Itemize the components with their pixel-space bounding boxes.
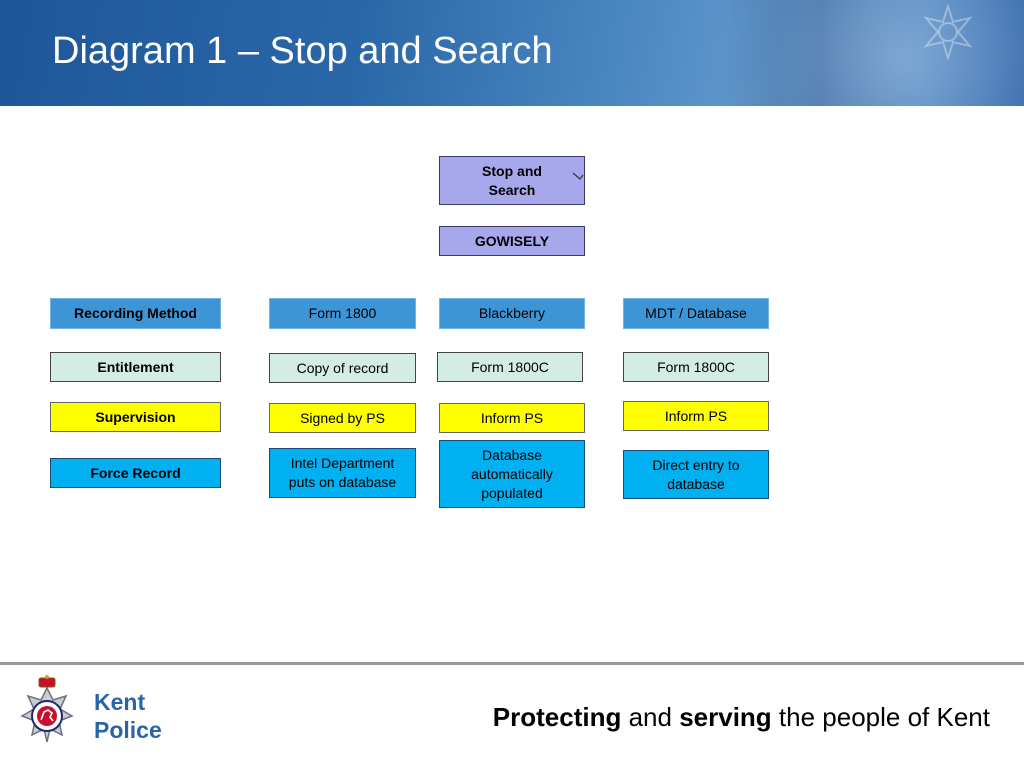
cell-entitlement-mdt: Form 1800C	[623, 352, 769, 382]
logo-line-police: Police	[94, 717, 162, 743]
cell-force-record-form: Intel Department puts on database	[269, 448, 416, 498]
page-title: Diagram 1 – Stop and Search	[52, 30, 553, 72]
cell-force-record-mdt: Direct entry to database	[623, 450, 769, 499]
cell-supervision-form: Signed by PS	[269, 403, 416, 433]
kent-police-crest-icon	[20, 675, 74, 743]
slogan-tail: the people of Kent	[771, 702, 990, 732]
cell-recording-blackberry: Blackberry	[439, 298, 585, 329]
slogan-word-serving: serving	[679, 702, 772, 732]
cell-recording-form: Form 1800	[269, 298, 416, 329]
kent-police-wordmark: Kent Police	[94, 688, 162, 744]
cell-supervision-mdt: Inform PS	[623, 401, 769, 431]
tick-mark-icon	[572, 172, 584, 180]
cell-force-record-blackberry: Database automatically populated	[439, 440, 585, 508]
cell-recording-mdt: MDT / Database	[623, 298, 769, 329]
cell-entitlement-blackberry: Form 1800C	[437, 352, 583, 382]
root-node: Stop and Search	[439, 156, 585, 205]
cell-supervision-blackberry: Inform PS	[439, 403, 585, 433]
slogan-word-protecting: Protecting	[492, 702, 622, 732]
gowisely-node: GOWISELY	[439, 226, 585, 256]
row-label-force-record: Force Record	[50, 458, 221, 488]
header-glow	[744, 0, 1024, 106]
row-label-supervision: Supervision	[50, 402, 221, 432]
police-badge-watermark-icon	[923, 4, 973, 60]
footer-slogan: Protecting and serving the people of Ken…	[493, 702, 990, 733]
cell-entitlement-form: Copy of record	[269, 353, 416, 383]
row-label-recording-method: Recording Method	[50, 298, 221, 329]
slogan-word-and: and	[621, 702, 680, 732]
footer-divider	[0, 662, 1024, 665]
header-banner: Diagram 1 – Stop and Search	[0, 0, 1024, 106]
row-label-entitlement: Entitlement	[50, 352, 221, 382]
logo-line-kent: Kent	[94, 689, 146, 715]
